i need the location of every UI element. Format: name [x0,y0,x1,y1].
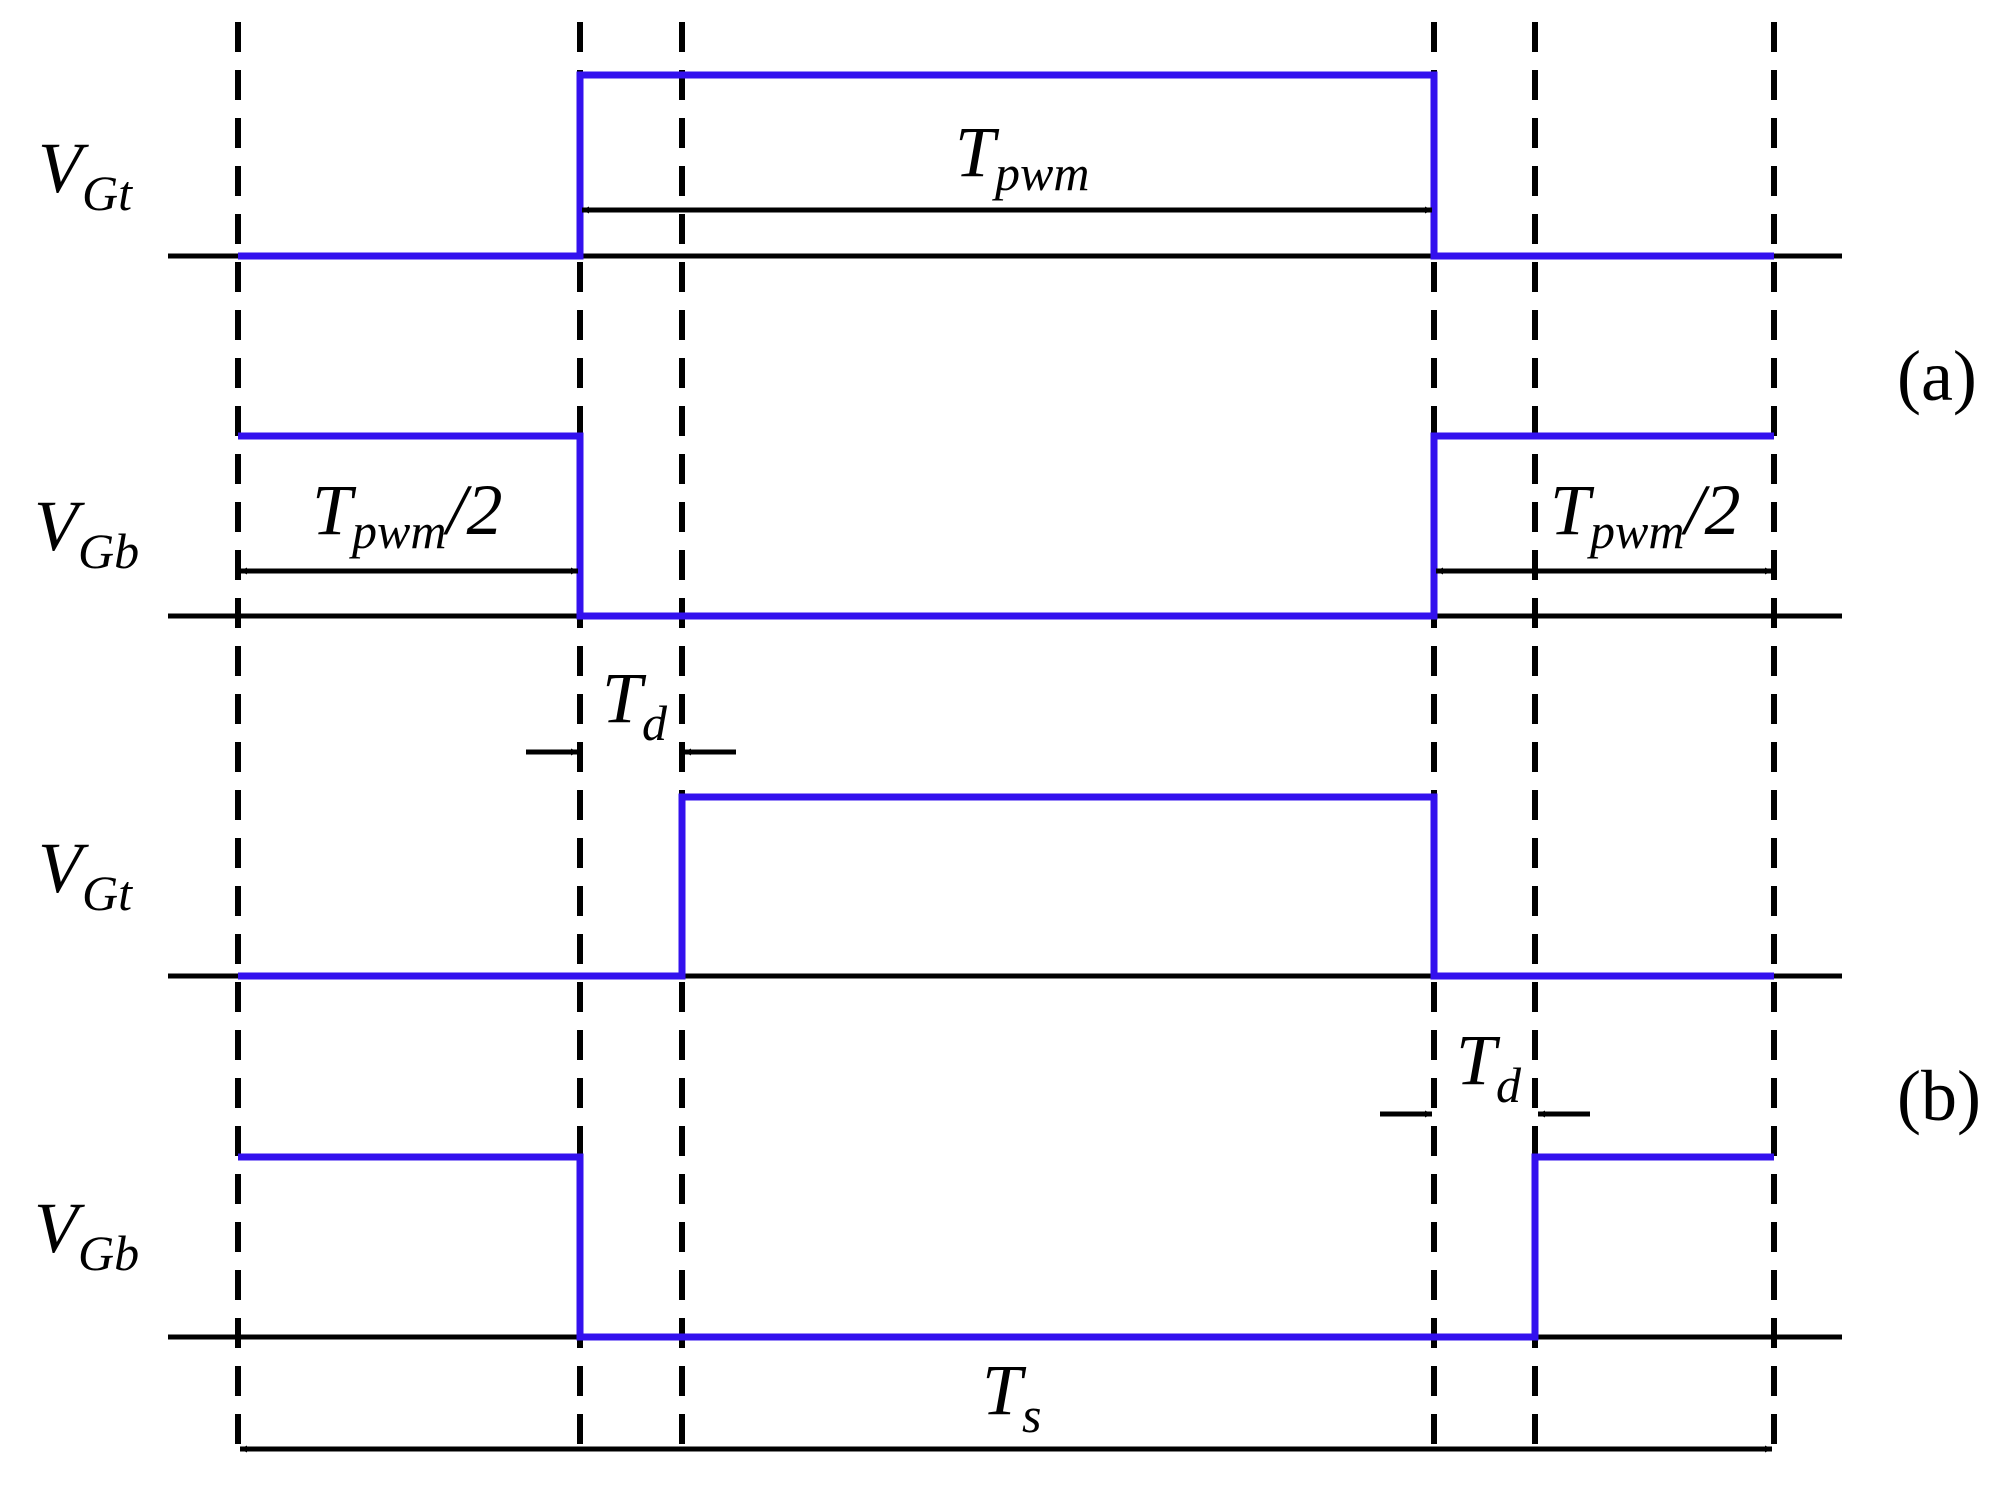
waveform-a-vgt [238,71,1774,260]
waveform-b-vgt [238,793,1774,980]
label-ts: Ts [982,1350,1042,1443]
panel-label-b: (b) [1897,1056,1981,1136]
label-a-vgt: VGt [38,128,133,221]
waveforms [238,71,1774,1341]
panel-label-a: (a) [1897,336,1977,416]
label-td-b: Td [1456,1020,1522,1113]
dimension-arrows [240,206,1772,1453]
label-b-vgt: VGt [38,828,133,921]
waveform-b-vgb [238,1153,1774,1341]
time-markers [235,22,1777,1445]
label-a-vgb: VGb [34,486,139,579]
label-b-vgb: VGb [34,1188,139,1281]
label-tpwm-half-right: Tpwm/2 [1550,470,1741,559]
label-td-a: Td [602,658,668,751]
label-tpwm: Tpwm [955,112,1090,201]
label-tpwm-half-left: Tpwm/2 [312,470,503,559]
waveform-a-vgb [238,432,1774,620]
